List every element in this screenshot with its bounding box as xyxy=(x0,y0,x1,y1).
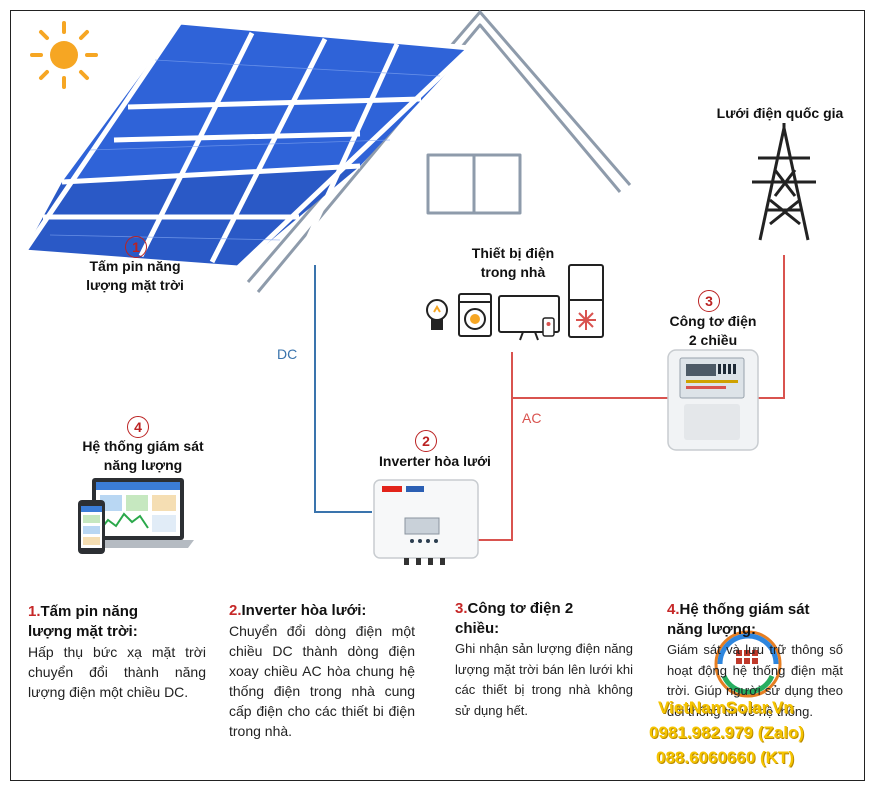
bidirectional-meter-label: Công tơ điện 2 chiều xyxy=(648,312,778,350)
watermark-brand: VietNamSolar.Vn xyxy=(658,698,794,717)
description-title-line: chiều: xyxy=(455,620,500,637)
description-inverter-title: 2.Inverter hòa lưới: xyxy=(229,601,415,621)
television-icon xyxy=(498,295,560,341)
inverter-label: Inverter hòa lưới xyxy=(379,453,491,469)
appliances-label-line: Thiết bị điện xyxy=(471,245,555,261)
bidirectional-meter-label-line: 2 chiều xyxy=(688,332,738,348)
step-number-3: 3 xyxy=(698,290,720,312)
monitoring-system-label-line: Hệ thống giám sát xyxy=(82,438,204,454)
description-body: Chuyển đổi dòng điện một chiều DC thành … xyxy=(229,623,415,739)
bidirectional-meter-label-line: Công tơ điện xyxy=(669,313,757,329)
solar-panel-label-line: lượng mặt trời xyxy=(86,277,184,293)
bidirectional-meter-icon xyxy=(667,349,759,451)
monitoring-phone-icon xyxy=(78,500,105,554)
washing-machine-icon xyxy=(458,293,492,337)
description-monitoring-title: 4.Hệ thống giám sát xyxy=(667,600,843,620)
description-number: 4. xyxy=(667,601,680,618)
description-body: Hấp thụ bức xạ mặt trời chuyển đổi thành… xyxy=(28,644,206,700)
appliances-label: Thiết bị điện trong nhà xyxy=(448,244,578,282)
description-panel: 1.Tấm pin năng lượng mặt trời: Hấp thụ b… xyxy=(28,602,206,702)
dc-label: DC xyxy=(277,346,298,362)
monitoring-system-label: Hệ thống giám sát năng lượng xyxy=(58,437,228,475)
solar-panel-array xyxy=(19,19,476,271)
description-number: 3. xyxy=(455,600,468,617)
description-meter-title: 3.Công tơ điện 2 xyxy=(455,599,633,619)
step-number-2: 2 xyxy=(415,430,437,452)
description-title-line: năng lượng: xyxy=(667,621,757,638)
step-number-1: 1 xyxy=(125,236,147,258)
monitoring-laptop-icon xyxy=(84,478,194,548)
description-title-line: Inverter hòa lưới: xyxy=(241,602,367,619)
description-inverter: 2.Inverter hòa lưới: Chuyển đổi dòng điệ… xyxy=(229,601,415,741)
dc-wire xyxy=(314,265,372,513)
description-panel-title: 1.Tấm pin năng xyxy=(28,602,206,622)
description-body: Ghi nhận sản lượng điện năng lượng mặt t… xyxy=(455,641,633,718)
description-title-line: Tấm pin năng xyxy=(40,603,139,620)
description-number: 2. xyxy=(229,602,242,619)
watermark-phone-kt: 088.6060660 (KT) xyxy=(656,748,794,767)
step-number-4: 4 xyxy=(127,416,149,438)
description-meter: 3.Công tơ điện 2 chiều: Ghi nhận sản lượ… xyxy=(455,599,633,721)
description-title-line: Công tơ điện 2 xyxy=(467,600,574,617)
monitoring-system-label-line: năng lượng xyxy=(103,457,183,473)
description-number: 1. xyxy=(28,603,41,620)
solar-panel-label-line: Tấm pin năng xyxy=(89,258,181,274)
light-bulb-icon xyxy=(426,299,448,330)
description-title-line: lượng mặt trời: xyxy=(28,623,138,640)
ac-label: AC xyxy=(522,410,542,426)
solar-panel-label: Tấm pin năng lượng mặt trời xyxy=(60,257,210,295)
refrigerator-icon xyxy=(568,264,604,338)
national-grid-label: Lưới điện quốc gia xyxy=(716,105,844,121)
description-title-line: Hệ thống giám sát xyxy=(679,601,810,618)
description-monitoring: 4.Hệ thống giám sát năng lượng: Giám sát… xyxy=(667,600,843,722)
watermark-logo-icon xyxy=(714,630,782,698)
ac-wire xyxy=(478,255,785,541)
appliances-label-line: trong nhà xyxy=(480,264,546,280)
sun-icon xyxy=(30,21,98,89)
grid-tie-inverter-icon xyxy=(373,479,479,565)
description-body: Giám sát và lưu trữ thông số hoạt động h… xyxy=(667,642,843,719)
transmission-tower-icon xyxy=(752,123,816,241)
watermark-phone-zalo: 0981.982.979 (Zalo) xyxy=(649,723,804,742)
